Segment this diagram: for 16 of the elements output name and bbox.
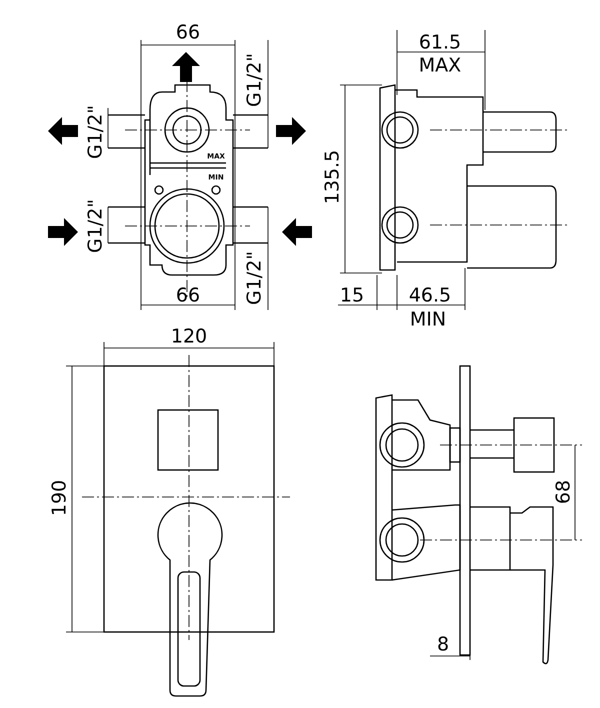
dimension-text: 66: [176, 286, 200, 306]
thread-size-label: G1/2": [86, 198, 106, 254]
dimension-text: 68: [554, 480, 574, 504]
dimension-text: 8: [436, 636, 450, 654]
dimension-text: 66: [176, 24, 200, 42]
dimension-text: 15: [340, 286, 364, 306]
dimension-text: 135.5: [324, 150, 342, 204]
thread-size-label: G1/2": [86, 104, 106, 160]
dimension-text: 120: [170, 328, 208, 346]
limit-label: MIN: [410, 310, 446, 330]
dimension-text: 190: [50, 480, 70, 516]
thread-size-label: G1/2": [246, 250, 264, 306]
dimension-text: 61.5: [418, 34, 462, 52]
thread-size-label: G1/2": [246, 52, 264, 108]
limit-label: MAX: [418, 56, 462, 76]
dimension-text: 46.5: [408, 286, 452, 306]
